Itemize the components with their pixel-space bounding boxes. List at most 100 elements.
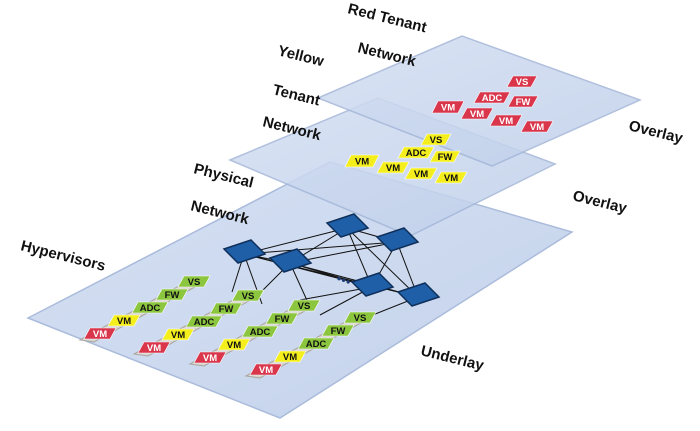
vs-tile-yellow-shape (420, 133, 452, 146)
vm-tile-red-shape (83, 327, 117, 340)
adc-tile-yellow-label: ADC (406, 148, 427, 159)
adc-tile-shape (297, 337, 335, 350)
vm-tile-red-shape (137, 341, 171, 354)
vm-tile-red-shape (460, 107, 494, 120)
adc-tile-label: ADC (250, 327, 271, 338)
adc-tile-red: ADC (473, 91, 511, 104)
vm-tile-red-shape (489, 114, 523, 127)
vs-tile-shape (343, 311, 377, 324)
vm-tile-yellow: VM (344, 154, 380, 168)
vm-tile-yellow-label: VM (227, 340, 241, 351)
vm-tile-red: VM (489, 114, 523, 127)
vm-tile-yellow: VM (273, 350, 307, 363)
fw-tile: FW (209, 302, 243, 315)
adc-tile-label: ADC (140, 303, 161, 314)
vs-tile-yellow: VS (420, 133, 452, 146)
vs-tile: VS (231, 289, 265, 302)
vm-tile-red-label: VM (259, 365, 273, 376)
vm-tile-red-shape (520, 120, 554, 133)
red-tenant-label-line2: Network (356, 39, 418, 70)
vs-tile: VS (287, 299, 321, 312)
adc-tile: ADC (241, 325, 279, 338)
vm-tile-yellow: VM (404, 167, 438, 180)
adc-tile-label: ADC (194, 317, 215, 328)
vm-tile-red: VM (137, 341, 171, 354)
vm-tile-red-label: VM (147, 343, 161, 354)
vm-tile-yellow: VM (376, 161, 410, 174)
vm-tile-yellow-shape (404, 167, 438, 180)
vm-tile-red: VM (193, 351, 227, 364)
vm-tile-red-label: VM (530, 122, 544, 133)
underlay-plane (26, 161, 574, 419)
vm-tile-yellow: VM (434, 171, 468, 184)
vm-tile-red-label: VM (441, 103, 455, 114)
adc-tile-yellow-shape (397, 146, 435, 159)
vm-tile-red: VM (83, 327, 117, 340)
adc-tile-red-shape (473, 91, 511, 104)
fw-tile-red-shape (507, 95, 539, 108)
network-switch (396, 282, 441, 307)
network-switch (222, 239, 267, 264)
vs-tile-shape (177, 275, 211, 288)
yellow-tenant-label-line1: Yellow (276, 42, 326, 70)
switches (222, 213, 441, 307)
vm-tile-yellow: VM (107, 314, 141, 327)
vm-tile-yellow: VM (161, 328, 195, 341)
adc-tile-shape (131, 301, 169, 314)
vm-tile-yellow-shape (273, 350, 307, 363)
overlay-label-yellow: Overlay (571, 187, 629, 217)
fw-tile-label: FW (331, 326, 346, 337)
hypervisor-groups: VMVMADCFWVSVMVMADCFWVSVMVMADCFWVSVMVMADC… (78, 275, 377, 379)
fw-tile-yellow-shape (429, 150, 461, 163)
vm-tile-yellow-shape (107, 314, 141, 327)
vm-tile-yellow: VM (217, 338, 251, 351)
network-switch (268, 248, 313, 273)
vm-tile-yellow-label: VM (414, 169, 428, 180)
adc-tile: ADC (131, 301, 169, 314)
fw-tile-label: FW (165, 290, 180, 301)
network-switch (325, 213, 370, 238)
vs-tile-label: VS (354, 313, 367, 324)
vm-tile-yellow-shape (161, 328, 195, 341)
vs-tile-red-shape (506, 75, 538, 88)
yellow-tenant-label-line2: Tenant (271, 81, 322, 109)
vm-tile-red: VM (460, 107, 494, 120)
adc-tile: ADC (297, 337, 335, 350)
vm-tile-yellow-label: VM (355, 157, 369, 168)
red-tenant-label-line1: Red Tenant (346, 0, 428, 36)
vs-tile: VS (177, 275, 211, 288)
network-links (231, 227, 419, 321)
fw-tile-label: FW (219, 304, 234, 315)
vm-tile-yellow-label: VM (117, 316, 131, 327)
fw-tile-yellow-label: FW (438, 152, 453, 163)
network-switch (375, 227, 420, 252)
adc-tile: ADC (185, 315, 223, 328)
adc-tile-shape (185, 315, 223, 328)
vs-tile: VS (343, 311, 377, 324)
vs-tile-label: VS (242, 291, 255, 302)
network-switch (350, 272, 395, 297)
vm-tile-yellow-shape (217, 338, 251, 351)
adc-tile-yellow: ADC (397, 146, 435, 159)
hypervisors-label: Hypervisors (19, 237, 107, 274)
vm-tile-yellow-shape (376, 161, 410, 174)
overlay-label-red: Overlay (627, 117, 685, 147)
vm-tile-red: VM (431, 100, 465, 114)
fw-tile-shape (155, 288, 189, 301)
vm-tile-yellow-shape (434, 171, 468, 184)
fw-tile: FW (265, 312, 299, 325)
underlay-label: Underlay (419, 342, 486, 374)
fw-tile-red-label: FW (516, 97, 531, 108)
vs-tile-label: VS (188, 277, 201, 288)
fw-tile-shape (265, 312, 299, 325)
vs-tile-red-label: VS (516, 77, 529, 88)
vs-tile-yellow-label: VS (430, 135, 443, 146)
vm-tile-yellow-label: VM (386, 163, 400, 174)
vm-tile-red: VM (520, 120, 554, 133)
vm-tile-yellow-label: VM (283, 352, 297, 363)
fw-tile: FW (321, 324, 355, 337)
vs-tile-red: VS (506, 75, 538, 88)
